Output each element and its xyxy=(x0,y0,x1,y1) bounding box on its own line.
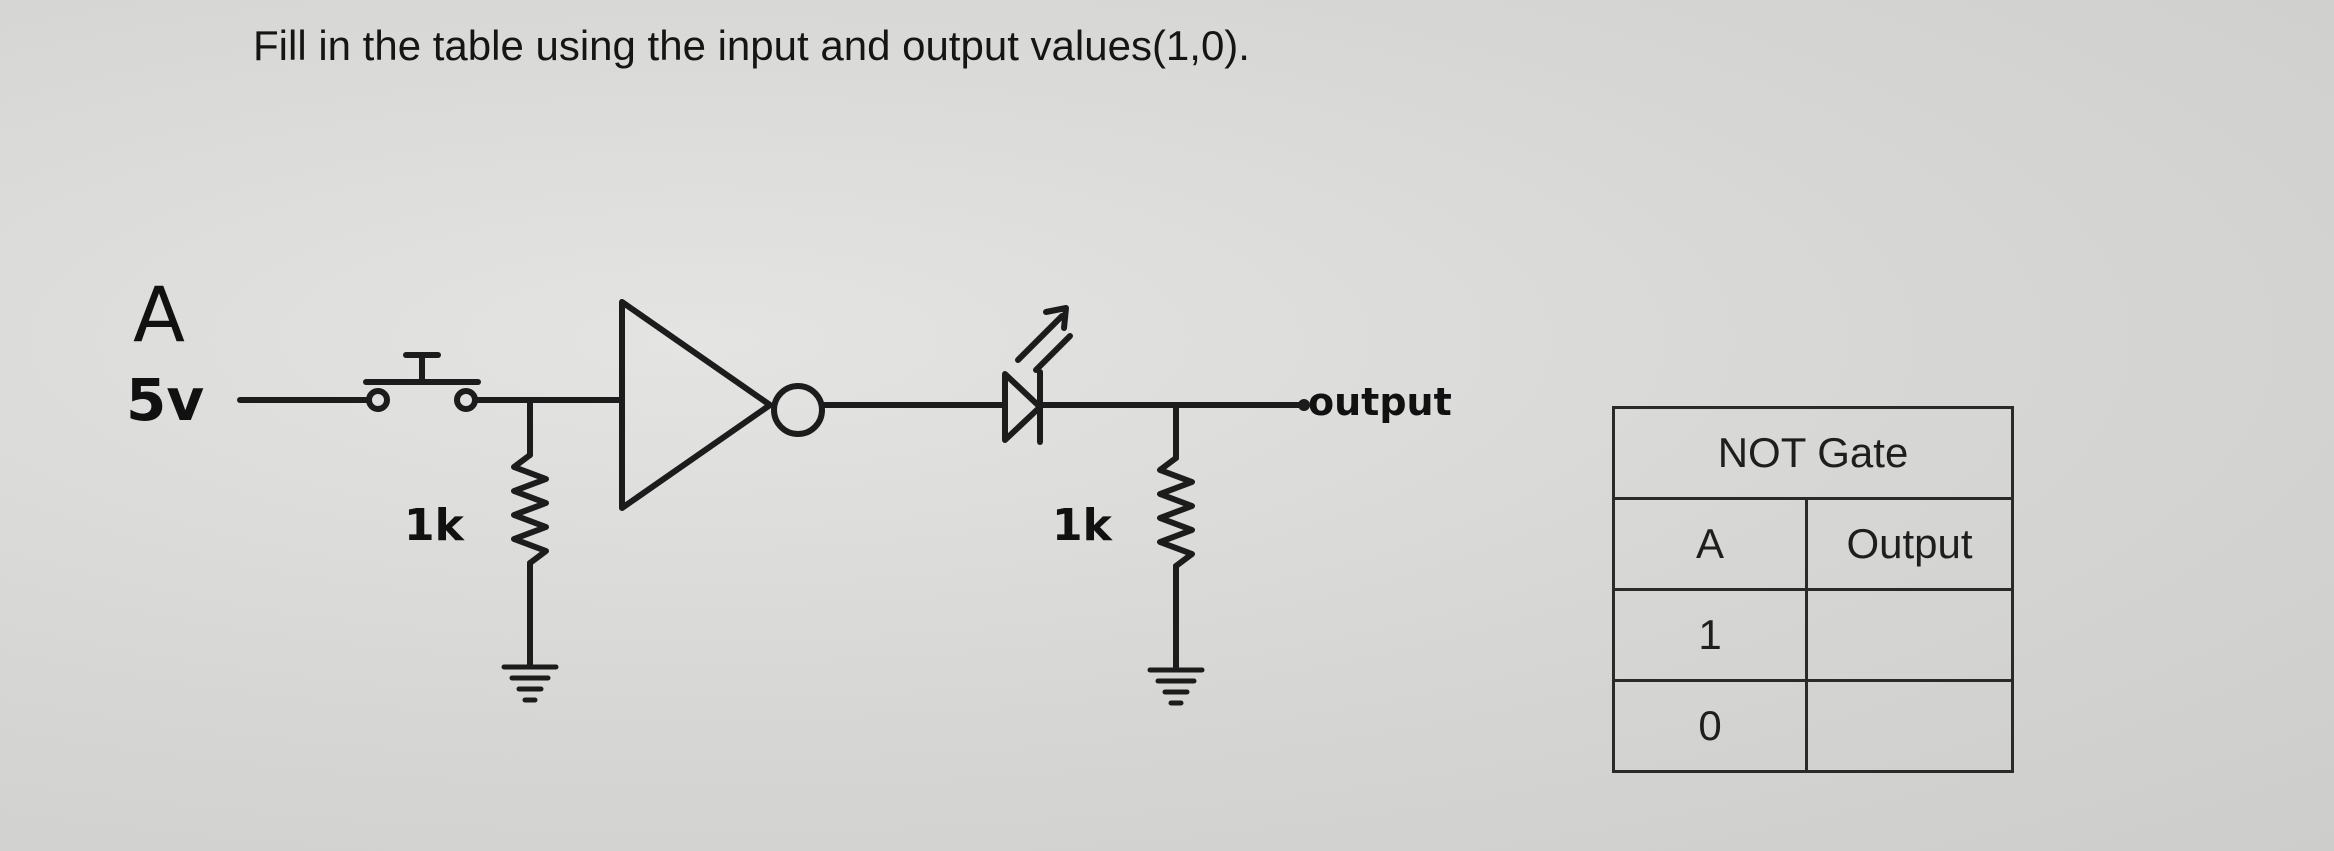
table-title: NOT Gate xyxy=(1612,406,2014,500)
voltage-label: 5v xyxy=(126,366,205,434)
ground-right xyxy=(1147,667,1205,706)
header-output: Output xyxy=(1805,497,2014,591)
cell-output-row1[interactable] xyxy=(1805,588,2014,682)
ground-left xyxy=(501,664,559,703)
instruction-text: Fill in the table using the input and ou… xyxy=(253,22,1250,69)
truth-table: NOT Gate A Output 1 0 xyxy=(1612,406,2014,773)
push-button-switch xyxy=(363,352,481,412)
cell-output-row2[interactable] xyxy=(1805,679,2014,773)
not-gate xyxy=(619,299,825,511)
led-diode xyxy=(1002,305,1073,445)
input-label-a: A xyxy=(133,270,185,359)
resistor-left-label: 1k xyxy=(404,500,464,551)
resistor-left xyxy=(511,397,549,668)
table-row: 0 xyxy=(1612,679,2014,773)
resistor-right-label: 1k xyxy=(1052,500,1112,551)
header-a: A xyxy=(1612,497,1808,591)
cell-a-row1: 1 xyxy=(1612,588,1808,682)
table-title-row: NOT Gate xyxy=(1612,406,2014,500)
cell-a-row2: 0 xyxy=(1612,679,1808,773)
table-row: 1 xyxy=(1612,588,2014,682)
resistor-right xyxy=(1157,402,1195,671)
table-header-row: A Output xyxy=(1612,497,2014,591)
output-label: output xyxy=(1308,380,1452,424)
output-terminal xyxy=(1298,399,1310,411)
